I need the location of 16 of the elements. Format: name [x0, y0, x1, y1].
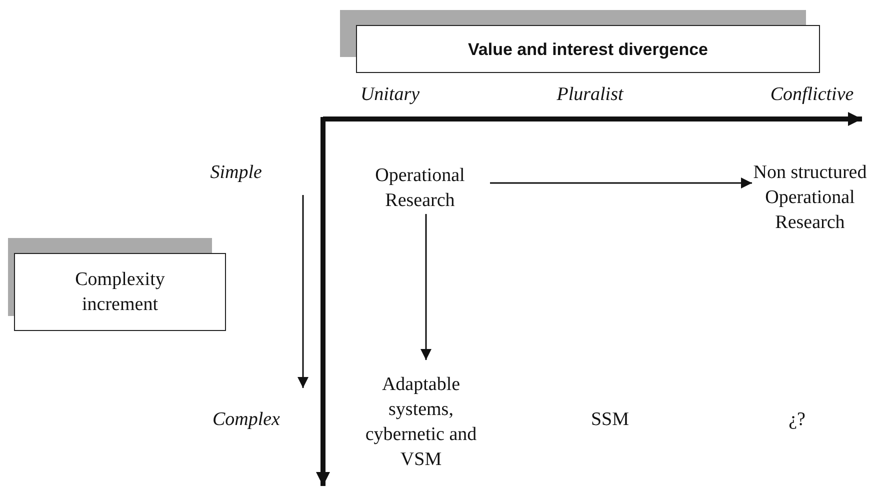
- arrow: [420, 214, 432, 360]
- box-heading: Complexity increment: [74, 268, 166, 317]
- cell-text: Operational Research: [350, 162, 490, 214]
- heading-box: [356, 25, 820, 73]
- axis-label: Complex: [212, 409, 280, 431]
- axis-label: Conflictive: [770, 84, 854, 106]
- cell-text: Adaptable systems, cybernetic and VSM: [365, 370, 477, 474]
- cell-text: SSM: [590, 409, 630, 431]
- box-heading: Value and interest divergence: [468, 38, 708, 61]
- heading-box: [14, 253, 226, 331]
- axis-label: Pluralist: [556, 84, 624, 106]
- cell-text: Non structured Operational Research: [752, 138, 868, 256]
- cell-text: ¿?: [788, 409, 806, 431]
- axis-label: Simple: [210, 162, 262, 184]
- arrow: [490, 178, 752, 188]
- axis-label: Unitary: [360, 84, 420, 106]
